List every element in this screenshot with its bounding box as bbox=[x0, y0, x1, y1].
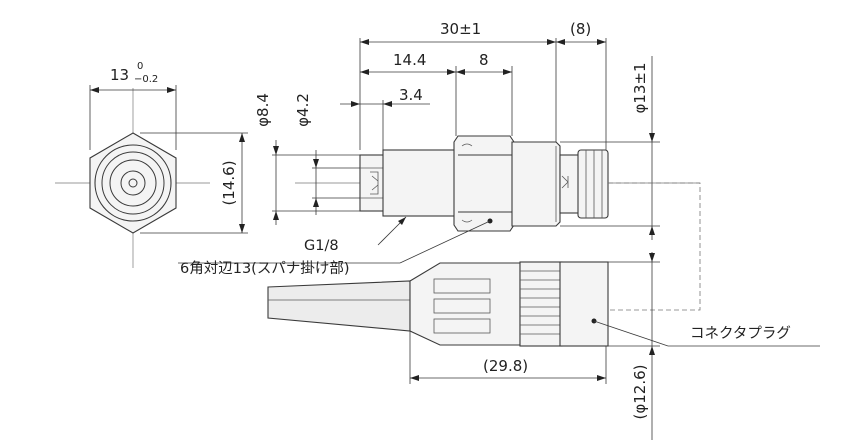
hex-note-label: 6角対辺13(スパナ掛け部) bbox=[180, 260, 350, 277]
plug-length-dimension: (29.8) bbox=[409, 330, 607, 384]
connector-neck bbox=[559, 154, 581, 214]
diameter-extensions: φ8.4 φ4.2 bbox=[254, 93, 360, 225]
plug-grip bbox=[519, 261, 563, 347]
thread-section bbox=[382, 149, 459, 217]
plug-nose bbox=[559, 261, 609, 347]
hex-width-upper-tol: 0 bbox=[137, 61, 143, 72]
annotations: G1/8 6角対辺13(スパナ掛け部) bbox=[178, 216, 493, 277]
assembly-line bbox=[606, 182, 701, 311]
connector-gap-value: (8) bbox=[570, 20, 591, 38]
hex-width-lower-tol: −0.2 bbox=[134, 74, 158, 85]
outer-diameter-value: φ8.4 bbox=[254, 93, 272, 127]
plug-diameter-value: (φ12.6) bbox=[631, 365, 649, 420]
sensor-tip bbox=[359, 154, 386, 212]
overall-length-value: 30±1 bbox=[440, 20, 481, 38]
sensor-length-value: 14.4 bbox=[393, 51, 426, 69]
hex-end-view bbox=[55, 88, 210, 268]
hex-corners-value: (14.6) bbox=[220, 160, 238, 205]
connector-receptacle bbox=[577, 149, 609, 219]
cable bbox=[267, 280, 411, 332]
hex-body bbox=[453, 135, 515, 232]
plug-diameter-dimension: (φ12.6) bbox=[608, 252, 660, 440]
hex-chamfer-circle bbox=[94, 144, 172, 222]
thread-label: G1/8 bbox=[304, 238, 339, 254]
hex-width-main: 13 bbox=[110, 66, 129, 84]
connector-plug-label: コネクタプラグ bbox=[690, 325, 791, 342]
body-diameter-dimension: φ13±1 bbox=[560, 56, 660, 240]
connector-plug-view: コネクタプラグ bbox=[267, 261, 820, 347]
inner-diameter-value: φ4.2 bbox=[294, 93, 312, 127]
tip-length-value: 3.4 bbox=[399, 86, 423, 104]
body-diameter-value: φ13±1 bbox=[631, 62, 649, 113]
sensor-side-view bbox=[295, 135, 700, 232]
hex-corners-dimension: (14.6) bbox=[140, 132, 248, 234]
main-body bbox=[511, 141, 561, 227]
plug-length-value: (29.8) bbox=[483, 357, 528, 375]
top-dimensions: 30±1 (8) 14.4 8 3.4 bbox=[340, 20, 607, 150]
hex-length-value: 8 bbox=[479, 51, 489, 69]
hex-width-dimension: 13 0 −0.2 bbox=[89, 61, 177, 150]
